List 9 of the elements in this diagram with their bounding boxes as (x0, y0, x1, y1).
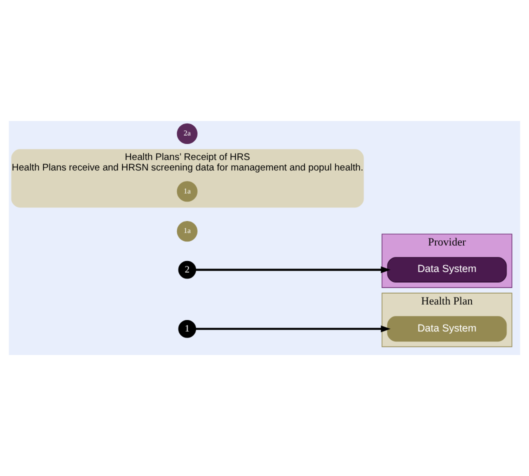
node-circle: 2 (178, 260, 196, 279)
node-circle: 1 (178, 320, 196, 338)
node-circle: 1a (176, 181, 198, 202)
node-box: Data System (387, 316, 507, 342)
arrow (196, 266, 391, 274)
arrow (196, 326, 391, 332)
node-box: Data System (387, 257, 507, 282)
node-circle: 2a (176, 123, 198, 144)
node-circle: 1a (176, 221, 198, 242)
